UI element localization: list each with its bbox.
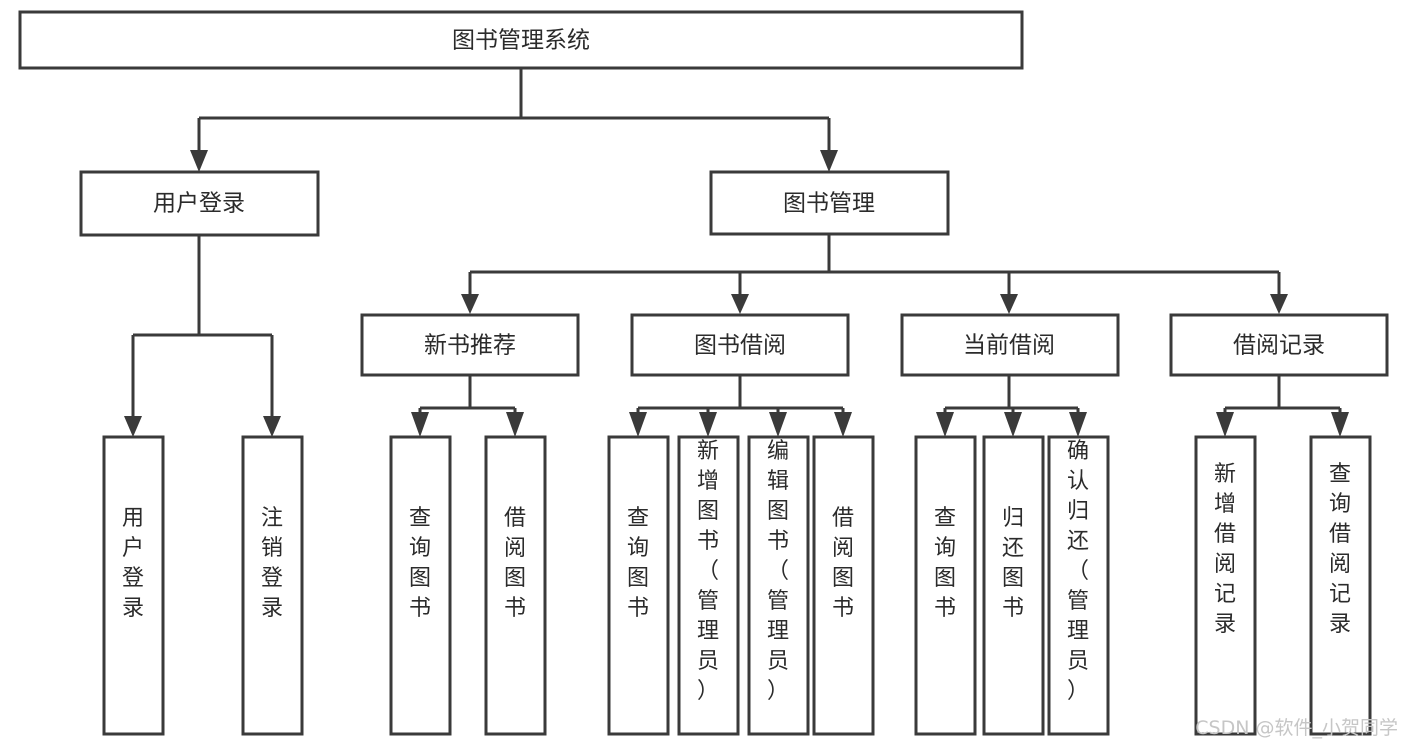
- leaf-current-borrow-0-label: 查询图书: [934, 506, 956, 621]
- connector-layer: [124, 68, 1349, 437]
- leaf-book-borrow-2-label: 编辑图书（管理员）: [767, 439, 789, 704]
- leaf-book-borrow-3-label: 借阅图书: [832, 506, 854, 621]
- leaf-current-borrow-1-box: [982, 435, 1045, 736]
- node-current-borrow-label: 当前借阅: [963, 333, 1055, 359]
- leaf-user-login-1[interactable]: 注销登录: [241, 435, 304, 736]
- node-book-management-box: [709, 170, 950, 236]
- node-book-management[interactable]: 图书管理: [709, 170, 950, 236]
- leaf-current-borrow-1-label: 归还图书: [1002, 506, 1024, 621]
- arrow-book-borrow-leaf-0: [629, 412, 647, 437]
- arrow-to-user-login: [190, 150, 208, 172]
- leaf-user-login-1-box: [241, 435, 304, 736]
- arrow-new-book-leaf-1: [506, 412, 524, 437]
- arrow-to-new-book: [461, 294, 479, 314]
- leaf-user-login-0-box: [102, 435, 165, 736]
- leaf-borrow-record-1-box: [1309, 435, 1372, 736]
- leaf-new-book-0-box: [389, 435, 452, 736]
- leaf-user-login-0-label: 用户登录: [122, 506, 144, 621]
- leaf-borrow-record-0-box: [1194, 435, 1257, 736]
- node-root-box: [18, 10, 1024, 70]
- leaf-new-book-1[interactable]: 借阅图书: [484, 435, 547, 736]
- node-user-login[interactable]: 用户登录: [79, 170, 320, 237]
- node-root-label: 图书管理系统: [452, 28, 590, 54]
- node-user-login-label: 用户登录: [153, 191, 245, 217]
- node-borrow-record-label: 借阅记录: [1233, 333, 1325, 359]
- arrow-current-borrow-leaf-1: [1004, 412, 1022, 437]
- leaf-current-borrow-2-label: 确认归还（管理员）: [1067, 439, 1089, 704]
- arrow-to-borrow-record: [1270, 294, 1288, 314]
- node-root-system[interactable]: 图书管理系统: [18, 10, 1024, 70]
- arrow-borrow-record-leaf-1: [1331, 412, 1349, 437]
- arrow-to-book-mgmt: [820, 150, 838, 172]
- leaf-current-borrow-2[interactable]: 确认归还（管理员）: [1047, 435, 1110, 736]
- leaf-new-book-0-label: 查询图书: [409, 506, 431, 621]
- arrow-book-borrow-leaf-3: [834, 412, 852, 437]
- leaf-new-book-0[interactable]: 查询图书: [389, 435, 452, 736]
- arrow-to-current-borrow: [1000, 294, 1018, 314]
- leaf-book-borrow-0[interactable]: 查询图书: [607, 435, 670, 736]
- leaf-book-borrow-3[interactable]: 借阅图书: [812, 435, 875, 736]
- node-current-borrow[interactable]: 当前借阅: [900, 313, 1120, 377]
- leaf-book-borrow-1[interactable]: 新增图书（管理员）: [677, 435, 740, 736]
- node-new-book-recommend-label: 新书推荐: [424, 333, 516, 359]
- leaf-new-book-1-label: 借阅图书: [504, 506, 526, 621]
- leaf-borrow-record-1-label: 查询借阅记录: [1329, 462, 1351, 637]
- leaf-book-borrow-0-label: 查询图书: [627, 506, 649, 621]
- leaf-user-login-1-label: 注销登录: [261, 506, 283, 621]
- leaf-borrow-record-0[interactable]: 新增借阅记录: [1194, 435, 1257, 736]
- leaf-new-book-1-box: [484, 435, 547, 736]
- leaf-current-borrow-1[interactable]: 归还图书: [982, 435, 1045, 736]
- leaf-borrow-record-0-label: 新增借阅记录: [1214, 462, 1236, 637]
- leaf-book-borrow-1-label: 新增图书（管理员）: [697, 439, 719, 704]
- arrow-to-book-borrow: [731, 294, 749, 314]
- node-book-borrow[interactable]: 图书借阅: [630, 313, 850, 377]
- leaf-borrow-record-1[interactable]: 查询借阅记录: [1309, 435, 1372, 736]
- leaf-user-login-0[interactable]: 用户登录: [102, 435, 165, 736]
- node-current-borrow-box: [900, 313, 1120, 377]
- node-new-book-recommend-box: [360, 313, 580, 377]
- leaf-book-borrow-1-box: [677, 435, 740, 736]
- arrow-user-login-leaf-1: [263, 416, 281, 437]
- arrow-book-borrow-leaf-2: [769, 412, 787, 437]
- leaf-book-borrow-2-box: [747, 435, 810, 736]
- leaf-book-borrow-2[interactable]: 编辑图书（管理员）: [747, 435, 810, 736]
- node-borrow-record[interactable]: 借阅记录: [1169, 313, 1389, 377]
- node-book-management-label: 图书管理: [783, 191, 875, 217]
- leaf-current-borrow-0[interactable]: 查询图书: [914, 435, 977, 736]
- node-book-borrow-label: 图书借阅: [694, 333, 786, 359]
- csdn-watermark: CSDN @软件_小贺同学: [1195, 717, 1398, 739]
- node-book-borrow-box: [630, 313, 850, 377]
- arrow-new-book-leaf-0: [411, 412, 429, 437]
- node-user-login-box: [79, 170, 320, 237]
- leaf-current-borrow-0-box: [914, 435, 977, 736]
- leaf-book-borrow-3-box: [812, 435, 875, 736]
- node-borrow-record-box: [1169, 313, 1389, 377]
- arrow-borrow-record-leaf-0: [1216, 412, 1234, 437]
- leaf-book-borrow-0-box: [607, 435, 670, 736]
- arrow-book-borrow-leaf-1: [699, 412, 717, 437]
- node-new-book-recommend[interactable]: 新书推荐: [360, 313, 580, 377]
- arrow-current-borrow-leaf-2: [1069, 412, 1087, 437]
- leaf-current-borrow-2-box: [1047, 435, 1110, 736]
- arrow-user-login-leaf-0: [124, 416, 142, 437]
- arrow-current-borrow-leaf-0: [936, 412, 954, 437]
